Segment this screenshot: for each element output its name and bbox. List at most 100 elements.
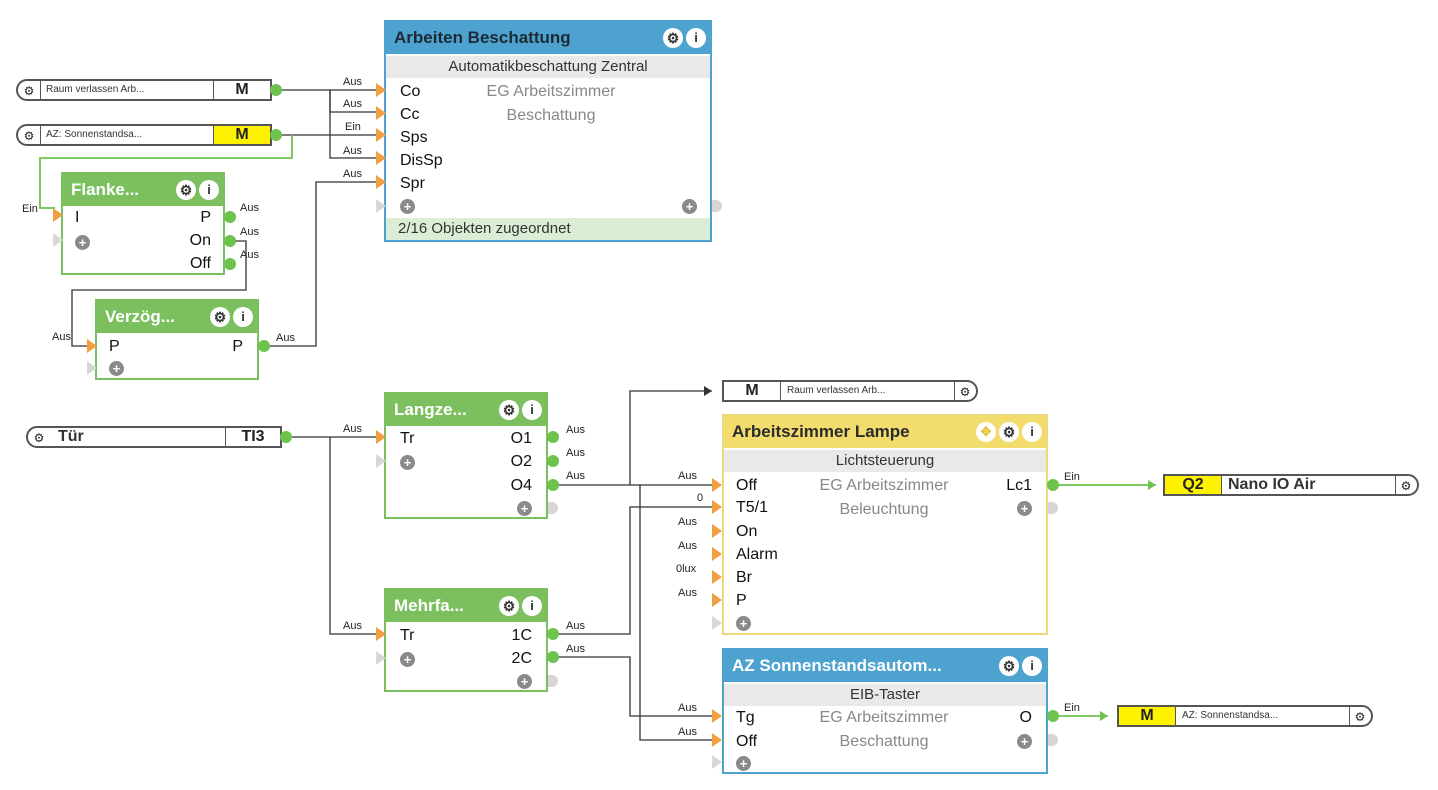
block-title[interactable]: Arbeitszimmer Lampe [724, 416, 1046, 448]
output-dot[interactable] [547, 455, 559, 467]
gear-icon[interactable]: ⚙ [23, 84, 35, 98]
output-dot[interactable] [280, 431, 292, 443]
input-arrow[interactable] [87, 339, 97, 353]
input-arrow[interactable] [712, 593, 722, 607]
input-placeholder[interactable] [712, 755, 722, 769]
ref-q2-nano-io-air[interactable]: Q2 Nano IO Air ⚙ [1163, 474, 1419, 496]
block-az-sonnenstandsautomatik[interactable]: AZ Sonnenstandsautom... ⚙i EIB-Taster Tg… [722, 648, 1048, 774]
input-port-label: Alarm [736, 546, 778, 563]
output-dot[interactable] [547, 651, 559, 663]
plus-icon[interactable]: + [517, 674, 532, 689]
block-title[interactable]: AZ Sonnenstandsautom... [724, 650, 1046, 682]
plus-icon[interactable]: + [736, 616, 751, 631]
input-arrow[interactable] [712, 500, 722, 514]
plus-icon[interactable]: + [400, 455, 415, 470]
output-placeholder[interactable] [548, 675, 558, 687]
output-dot[interactable] [1047, 710, 1059, 722]
wire-label: Aus [343, 145, 362, 157]
block-verzoegerung[interactable]: Verzög... ⚙i P P + [95, 299, 259, 380]
block-title[interactable]: Flanke... [63, 174, 223, 206]
output-placeholder[interactable] [1048, 502, 1058, 514]
input-arrow[interactable] [376, 175, 386, 189]
input-arrow[interactable] [712, 547, 722, 561]
gear-icon[interactable]: ⚙ [663, 28, 683, 48]
input-arrow[interactable] [376, 627, 386, 641]
output-dot[interactable] [547, 628, 559, 640]
output-placeholder[interactable] [548, 502, 558, 514]
block-arbeitszimmer-lampe[interactable]: Arbeitszimmer Lampe ✥⚙i Lichtsteuerung O… [722, 414, 1048, 635]
block-title[interactable]: Mehrfa... [386, 590, 546, 622]
ref-raum-verlassen-out[interactable]: M Raum verlassen Arb... ⚙ [722, 380, 978, 402]
output-dot[interactable] [270, 84, 282, 96]
output-dot[interactable] [258, 340, 270, 352]
block-category: Beleuchtung [839, 501, 929, 518]
input-arrow[interactable] [712, 570, 722, 584]
gear-icon[interactable]: ⚙ [176, 180, 196, 200]
plus-icon[interactable]: + [1017, 734, 1032, 749]
input-arrow[interactable] [712, 709, 722, 723]
input-placeholder[interactable] [712, 616, 722, 630]
ref-sonnenstand-out[interactable]: M AZ: Sonnenstandsa... ⚙ [1117, 705, 1373, 727]
input-placeholder[interactable] [376, 454, 386, 468]
block-flanke[interactable]: Flanke... ⚙i I P On Off + [61, 172, 225, 275]
info-icon[interactable]: i [199, 180, 219, 200]
block-title[interactable]: Langze... [386, 394, 546, 426]
output-dot[interactable] [224, 258, 236, 270]
gear-icon[interactable]: ⚙ [1354, 710, 1366, 724]
plus-icon[interactable]: + [517, 501, 532, 516]
plus-icon[interactable]: + [1017, 501, 1032, 516]
info-icon[interactable]: i [1022, 656, 1042, 676]
output-placeholder[interactable] [1048, 734, 1058, 746]
block-title[interactable]: Arbeiten Beschattung [386, 22, 710, 54]
move-icon[interactable]: ✥ [976, 422, 996, 442]
input-placeholder[interactable] [87, 361, 97, 375]
input-placeholder[interactable] [53, 233, 63, 247]
plus-icon[interactable]: + [75, 235, 90, 250]
gear-icon[interactable]: ⚙ [210, 307, 230, 327]
input-arrow[interactable] [376, 430, 386, 444]
output-placeholder[interactable] [712, 200, 722, 212]
input-arrow[interactable] [376, 151, 386, 165]
gear-icon[interactable]: ⚙ [999, 656, 1019, 676]
plus-icon[interactable]: + [400, 199, 415, 214]
input-placeholder[interactable] [376, 199, 386, 213]
gear-icon[interactable]: ⚙ [959, 385, 971, 399]
info-icon[interactable]: i [686, 28, 706, 48]
input-arrow[interactable] [53, 208, 63, 222]
output-dot[interactable] [224, 235, 236, 247]
info-icon[interactable]: i [233, 307, 253, 327]
gear-icon[interactable]: ⚙ [33, 431, 45, 445]
gear-icon[interactable]: ⚙ [499, 596, 519, 616]
gear-icon[interactable]: ⚙ [23, 129, 35, 143]
input-arrow[interactable] [376, 128, 386, 142]
ref-raum-verlassen-in[interactable]: ⚙ Raum verlassen Arb... M [16, 79, 272, 101]
gear-icon[interactable]: ⚙ [1400, 479, 1412, 493]
plus-icon[interactable]: + [109, 361, 124, 376]
block-beschattung[interactable]: Arbeiten Beschattung ⚙i Automatikbeschat… [384, 20, 712, 242]
plus-icon[interactable]: + [736, 756, 751, 771]
gear-icon[interactable]: ⚙ [999, 422, 1019, 442]
info-icon[interactable]: i [522, 596, 542, 616]
output-dot[interactable] [224, 211, 236, 223]
plus-icon[interactable]: + [682, 199, 697, 214]
input-arrow[interactable] [376, 106, 386, 120]
output-dot[interactable] [1047, 479, 1059, 491]
output-dot[interactable] [547, 431, 559, 443]
output-dot[interactable] [547, 479, 559, 491]
input-arrow[interactable] [712, 733, 722, 747]
block-title[interactable]: Verzög... [97, 301, 257, 333]
input-arrow[interactable] [376, 83, 386, 97]
block-langzeit[interactable]: Langze... ⚙i Tr O1 O2 O4 + + [384, 392, 548, 519]
input-arrow[interactable] [712, 478, 722, 492]
ref-tuer[interactable]: ⚙ Tür TI3 [26, 426, 282, 448]
wire-label: Ein [1064, 702, 1080, 714]
plus-icon[interactable]: + [400, 652, 415, 667]
input-placeholder[interactable] [376, 651, 386, 665]
info-icon[interactable]: i [522, 400, 542, 420]
output-dot[interactable] [270, 129, 282, 141]
input-arrow[interactable] [712, 524, 722, 538]
ref-sonnenstand-in[interactable]: ⚙ AZ: Sonnenstandsa... M [16, 124, 272, 146]
block-mehrfach[interactable]: Mehrfa... ⚙i Tr 1C 2C + + [384, 588, 548, 692]
gear-icon[interactable]: ⚙ [499, 400, 519, 420]
info-icon[interactable]: i [1022, 422, 1042, 442]
